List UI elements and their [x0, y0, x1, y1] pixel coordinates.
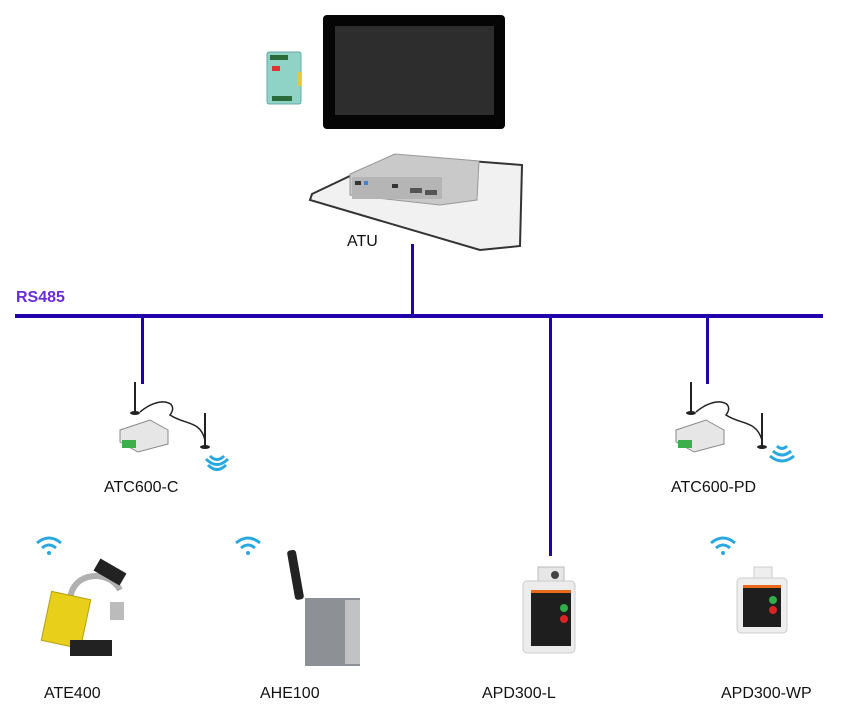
atc600-pd-drop-line	[706, 316, 709, 384]
atu-drop-line	[411, 244, 414, 316]
wifi-icon	[710, 536, 736, 555]
ate400-label: ATE400	[44, 685, 101, 702]
rs485-bus-label: RS485	[16, 289, 65, 306]
apd300-wp-image	[736, 566, 788, 634]
rs485-bus-line	[15, 314, 823, 318]
wireless-signal-icon	[204, 454, 230, 471]
apd300-l-image	[522, 566, 576, 654]
atc600-c-image	[119, 382, 210, 453]
wireless-signal-icon	[769, 444, 795, 463]
apd300-wp-label: APD300-WP	[721, 685, 812, 702]
ahe100-image	[287, 549, 360, 666]
apd300-l-drop-line	[549, 316, 552, 556]
wifi-icon	[235, 536, 261, 555]
atc600-c-label: ATC600-C	[104, 479, 179, 496]
ahe100-label: AHE100	[260, 685, 320, 702]
atc600-pd-label: ATC600-PD	[671, 479, 757, 496]
atu-label: ATU	[347, 233, 378, 250]
atc600-pd-image	[675, 382, 767, 453]
atc600-c-drop-line	[141, 316, 144, 384]
apd300-l-label: APD300-L	[482, 685, 556, 702]
touch-display-image	[323, 15, 505, 129]
ate400-image	[40, 558, 127, 656]
power-module-image	[266, 51, 302, 105]
industrial-pc-image	[308, 153, 524, 252]
wifi-icon	[36, 536, 62, 555]
